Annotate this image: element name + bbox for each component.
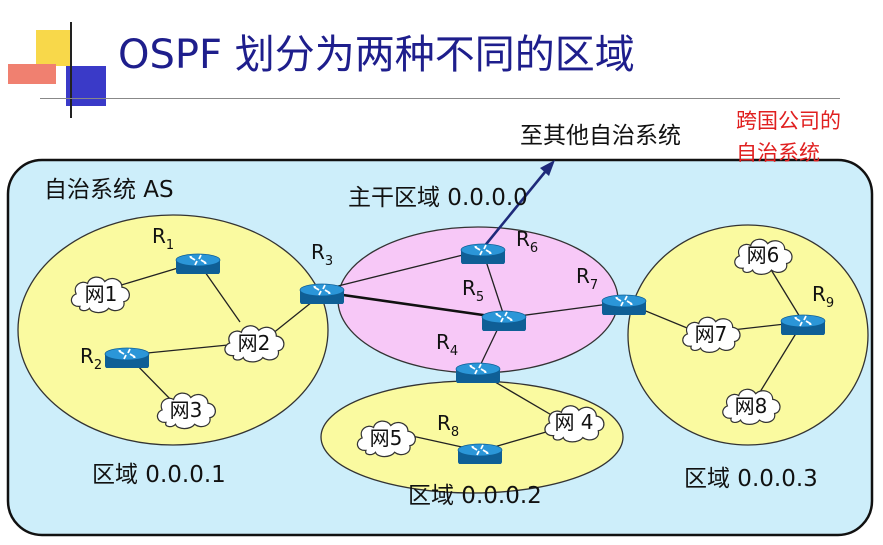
area3-label: 区域 0.0.0.3 bbox=[684, 466, 818, 492]
network-label-5: 网5 bbox=[370, 426, 403, 450]
network-label-3: 网3 bbox=[170, 398, 203, 422]
arrow-head bbox=[540, 160, 555, 176]
arrow-to-other-as bbox=[481, 171, 547, 249]
multinational-label-line2: 自治系统 bbox=[736, 141, 820, 165]
router-label-r2: R2 bbox=[80, 344, 102, 373]
link-r3-r5 bbox=[321, 290, 505, 320]
router-label-r1: R1 bbox=[152, 224, 174, 253]
deco-red-square bbox=[8, 64, 56, 84]
area1-boundary bbox=[17, 214, 329, 446]
multinational-label-line1: 跨国公司的 bbox=[736, 109, 841, 133]
network-label-4: 网 4 bbox=[554, 410, 593, 434]
deco-vertical-line bbox=[70, 22, 72, 118]
deco-blue-square bbox=[66, 66, 106, 106]
backbone-label: 主干区域 0.0.0.0 bbox=[348, 185, 528, 211]
network-label-2: 网2 bbox=[238, 331, 271, 355]
router-label-r7: R7 bbox=[576, 264, 598, 293]
router-label-r6: R6 bbox=[516, 227, 538, 256]
deco-yellow-square bbox=[36, 30, 72, 66]
router-label-r3: R3 bbox=[311, 240, 333, 269]
area2-label: 区域 0.0.0.2 bbox=[408, 483, 542, 509]
network-label-6: 网6 bbox=[747, 243, 780, 267]
area3-boundary bbox=[627, 224, 869, 446]
network-label-7: 网7 bbox=[695, 322, 728, 346]
network-label-1: 网1 bbox=[85, 282, 118, 306]
to-other-as-label: 至其他自治系统 bbox=[520, 123, 681, 149]
deco-horizontal-line bbox=[40, 98, 840, 99]
link-r3-r6 bbox=[321, 249, 484, 291]
page-title: OSPF 划分为两种不同的区域 bbox=[118, 32, 635, 78]
network-label-8: 网8 bbox=[735, 394, 768, 418]
as-label: 自治系统 AS bbox=[44, 177, 174, 203]
area1-label: 区域 0.0.0.1 bbox=[92, 462, 226, 488]
router-label-r8: R8 bbox=[437, 411, 459, 440]
router-label-r9: R9 bbox=[812, 282, 834, 311]
link-r9-n6 bbox=[769, 267, 804, 323]
router-label-r5: R5 bbox=[462, 276, 484, 305]
router-label-r4: R4 bbox=[436, 330, 458, 359]
